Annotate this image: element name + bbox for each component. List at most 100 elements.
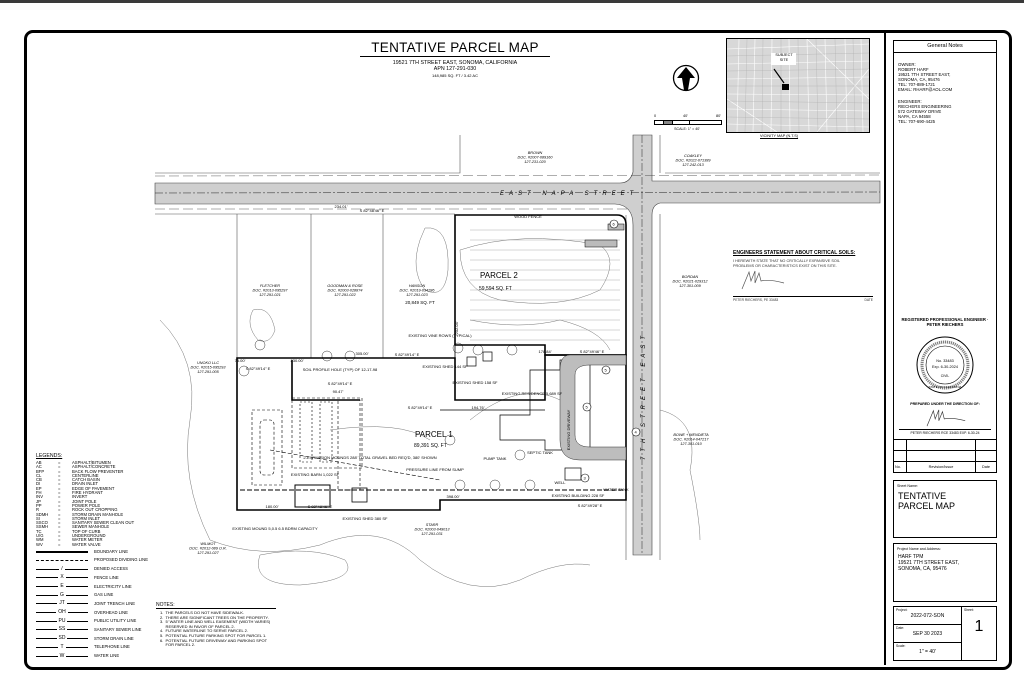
line-type-label: TELEPHONE LINE [94,644,130,650]
legend-code: WM [36,537,44,543]
revision-issue-header: Revision/Issue [907,462,976,472]
drawing-apn: APN 127-291-030 [433,66,477,72]
owner-info: OWNER: ROBERT HARF 19521 7TH STREET EAST… [898,62,953,92]
plan-label: EXISTING VINE ROWS (TYPICAL) [408,333,472,338]
date-value: SEP 30 2023 [912,631,943,637]
drawing-title: TENTATIVE PARCEL MAP [360,40,550,57]
plan-label: DOC. #2003-049013 [414,528,450,532]
line-type-label: GAS LINE [94,592,114,598]
legend-abbreviation: BFP=BACK FLOW PREVENTER [36,468,156,474]
north-arrow-icon [672,64,700,92]
engineer-statement-body: I HEREWITH STATE THAT NO CRITICALLY EXPA… [733,259,840,268]
drawing-header: TENTATIVE PARCEL MAP 19521 7TH STREET EA… [360,40,550,78]
line-symbol-icon: SD [36,634,88,642]
legend-code: PP [36,502,42,508]
legend-dash: = [58,494,61,500]
legend-abbreviation: U/G = UNDERGROUND [36,533,156,539]
legend-code: INV [36,494,43,500]
plan-label: COAKLEY [684,154,702,158]
plan-label: HANSON [409,284,426,288]
legend-dash: = [58,533,61,539]
legend-abbreviation: R=ROCK OUT CROPPING [36,507,156,512]
line-type-label: WATER LINE [94,653,120,659]
legend-code: DI [36,481,41,487]
line-symbol-text: T [58,643,66,650]
legend-dash: = [58,472,61,478]
plan-label: 75.00' [235,358,246,363]
plan-label: SEPTIC TANK [527,450,553,455]
legend-abbreviation: SDMH=STORM DRAIN MANHOLE [36,512,156,517]
street-label-7th: 7TH STREET EAST [641,331,647,460]
signature-icon [926,409,966,427]
legend-dash: = [58,481,61,487]
plan-label: S 82°49'46" E [580,349,605,354]
plan-label: 305.00' [356,351,369,356]
legend-abbreviation: SI=STORM INLET [36,516,156,521]
plan-label: DOC. #2014-047217 [673,438,709,442]
note-item: 3. 5' WATER LINE AND WELL EASEMENT (WIDT… [160,619,271,629]
engineer-statement: ENGINEERS STATEMENT ABOUT CRITICAL SOILS… [733,250,873,302]
plan-label: SOIL PROFILE HOLE (TYP) OF 12-17-98 [303,367,378,372]
legend-meaning: SANITARY SEWER CLEAN OUT [72,520,135,526]
plan-label: 20,849 SQ. FT [405,300,435,305]
note-item: 1. THE PARCELS DO NOT HAVE SIDEWALK. [160,610,245,615]
line-type-label: PUBLIC UTILITY LINE [94,618,137,624]
plan-label: 234.01' [335,204,348,209]
general-notes-title: General Notes [894,41,996,53]
engineer-seal: No. 33483 Exp. 6-30-2024 CIVIL STATE OF … [916,336,974,394]
legend-meaning: FIRE HYDRANT [72,490,103,496]
line-symbol-text: OH [56,609,68,616]
plan-label: 127-291-031 [421,532,443,536]
line-symbol-icon: OH [36,608,88,616]
revision-date-header: Date [981,465,991,469]
plan-label: EXISTING SHED 158 SF [453,380,498,385]
legend-meaning: UNDERGROUND [72,533,106,539]
plan-label: BOWE + MENDIETA [673,433,709,437]
sheet-name: TENTATIVE PARCEL MAP [898,491,956,511]
parcel-1-area: 89,391 SQ. FT [414,443,447,449]
plan-label: S 82°49'28" E [578,503,603,508]
legend-dash: = [58,468,61,474]
legend-title: LEGENDS: [36,453,63,459]
vicinity-map-caption: VICINITY MAP (N.T.S) [760,134,799,138]
legend-abbreviation: SSMH=SEWER MANHOLE [36,525,156,530]
legend-dash: = [58,460,61,465]
line-symbol-icon: SS [36,625,88,633]
plan-label: 127-242-013 [682,163,704,167]
drawing-area: 148,985 SQ. FT / 3.42 AC [432,73,478,78]
sheet-label: Sheet: [964,608,974,612]
line-type-label: ELECTRICITY LINE [94,583,132,589]
scale-bar: 0 40' 80' SCALE: 1" = 40' [654,114,724,131]
plan-label: DOC. #2012-089 O.R. [189,547,227,551]
line-type-label: PROPOSED DIVIDING LINE [94,557,148,563]
legend-meaning: INVERT [72,494,88,500]
plan-label: PUMP TANK [484,456,507,461]
scale-field-label: Scale: [896,644,906,648]
plan-label: S 82°49'14" E [395,352,420,357]
legend-abbreviation: JP=JOINT POLE [36,499,156,504]
drawing-address: 19521 7TH STREET EAST, SONOMA, CALIFORNI… [392,60,518,66]
line-symbol-icon: X [36,573,88,581]
legend-code: CB [36,477,42,483]
plan-label: S 82°49'14" E [246,366,271,371]
legend-abbreviation: WM=WATER METER [36,537,156,543]
plan-label: EXISTING DRIVEWAY [566,409,571,450]
legend-abbreviation: TC=TOP OF CURB [36,529,156,534]
legend-abbreviation: FH=FIRE HYDRANT [36,490,156,496]
scale-tick-0: 0 [654,114,657,118]
plan-label: S 82°49'14" E [328,381,353,386]
project-box: Project Name and Address: HARF TPM 19521… [893,543,997,602]
parcel-2-boundary [454,214,627,356]
legend-code: U/G [36,533,44,539]
line-symbol-icon: G [36,591,88,599]
legend-abbreviation: AC=ASPHALT/CONCRETE [36,464,156,469]
plan-label: 127-291-027 [197,551,219,555]
legend-meaning: BACK FLOW PREVENTER [72,468,124,474]
